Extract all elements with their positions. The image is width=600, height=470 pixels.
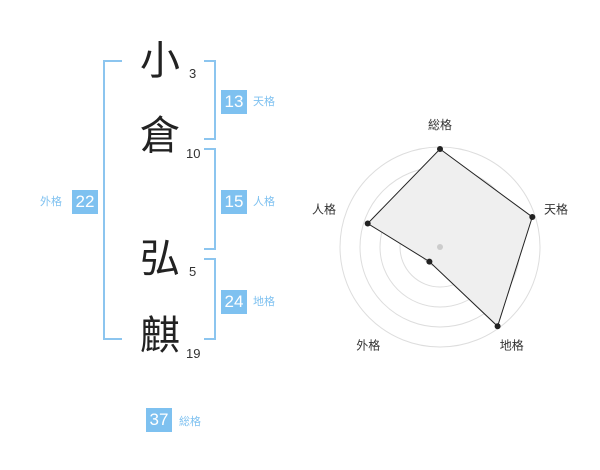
radar-axis-label: 地格: [500, 338, 524, 353]
radar-point: [437, 146, 443, 152]
jinkaku-value: 15: [221, 190, 247, 214]
tenkaku-value: 13: [221, 90, 247, 114]
radar-axis-label: 総格: [428, 117, 452, 132]
radar-center-dot: [437, 244, 443, 250]
radar-points: [364, 146, 536, 330]
stroke-count-4: 19: [186, 346, 201, 361]
stroke-count-2: 10: [186, 146, 201, 161]
radar-point: [364, 220, 371, 227]
tenkaku-label: 天格: [253, 95, 275, 108]
soukaku-label: 総格: [179, 415, 201, 428]
chikaku-label: 地格: [253, 295, 275, 308]
stroke-count-1: 3: [189, 66, 197, 81]
gaikaku-label: 外格: [40, 195, 62, 208]
radar-point: [494, 323, 501, 330]
name-char-4: 麒: [140, 313, 180, 359]
jinkaku-label: 人格: [253, 195, 275, 208]
gaikaku-bracket: [103, 60, 122, 340]
radar-axis-label: 人格: [312, 201, 336, 216]
chikaku-value: 24: [221, 290, 247, 314]
jinkaku-bracket: [204, 148, 216, 250]
soukaku-value: 37: [146, 408, 172, 432]
gaikaku-value: 22: [72, 190, 98, 214]
radar-point: [529, 214, 536, 220]
radar-area: [366, 148, 533, 328]
name-char-2: 倉: [140, 113, 180, 159]
chikaku-bracket: [204, 258, 216, 340]
stroke-count-3: 5: [189, 264, 197, 279]
name-char-1: 小: [140, 38, 180, 84]
tenkaku-bracket: [204, 60, 216, 140]
radar-axis-label: 天格: [544, 201, 568, 216]
radar-point: [426, 258, 433, 265]
radar-axis-label: 外格: [356, 338, 380, 353]
name-char-3: 弘: [140, 236, 180, 282]
